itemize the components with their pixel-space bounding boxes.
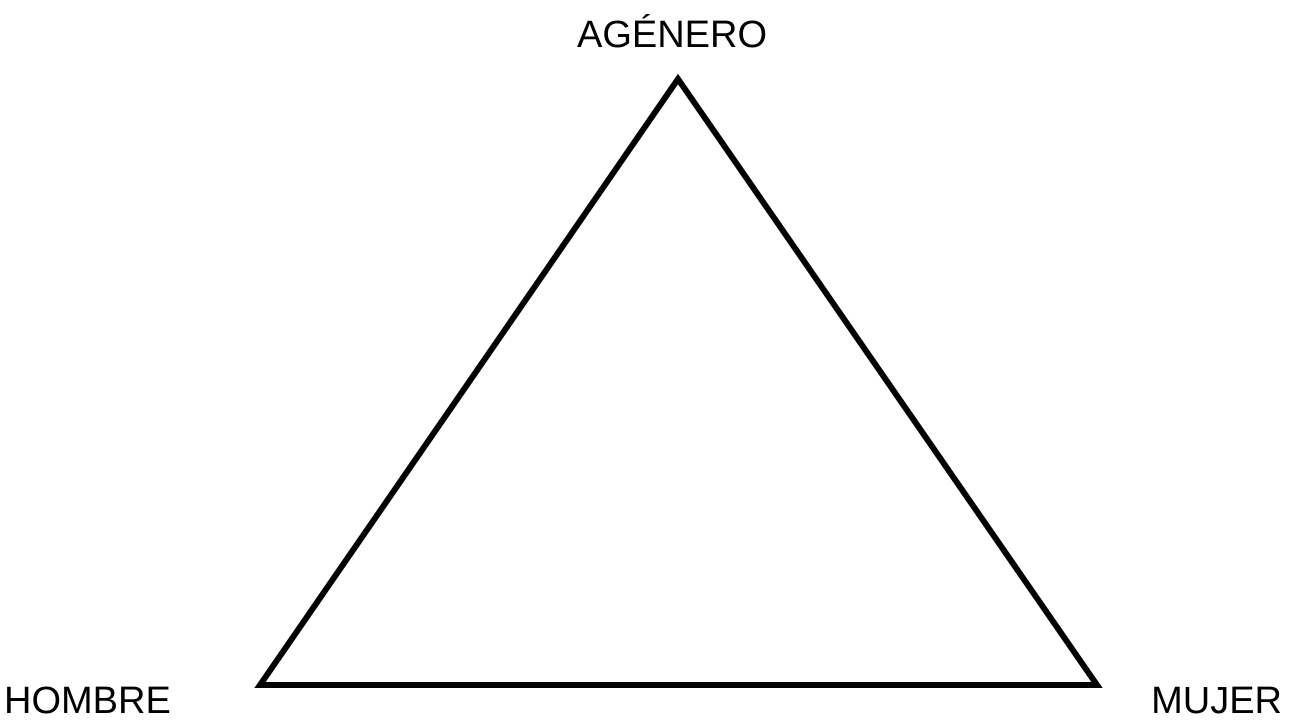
vertex-label-bottom-right: MUJER [1151, 680, 1282, 722]
vertex-label-bottom-left: HOMBRE [4, 680, 171, 722]
triangle-shape [254, 73, 1103, 688]
vertex-label-top: AGÉNERO [576, 14, 768, 56]
